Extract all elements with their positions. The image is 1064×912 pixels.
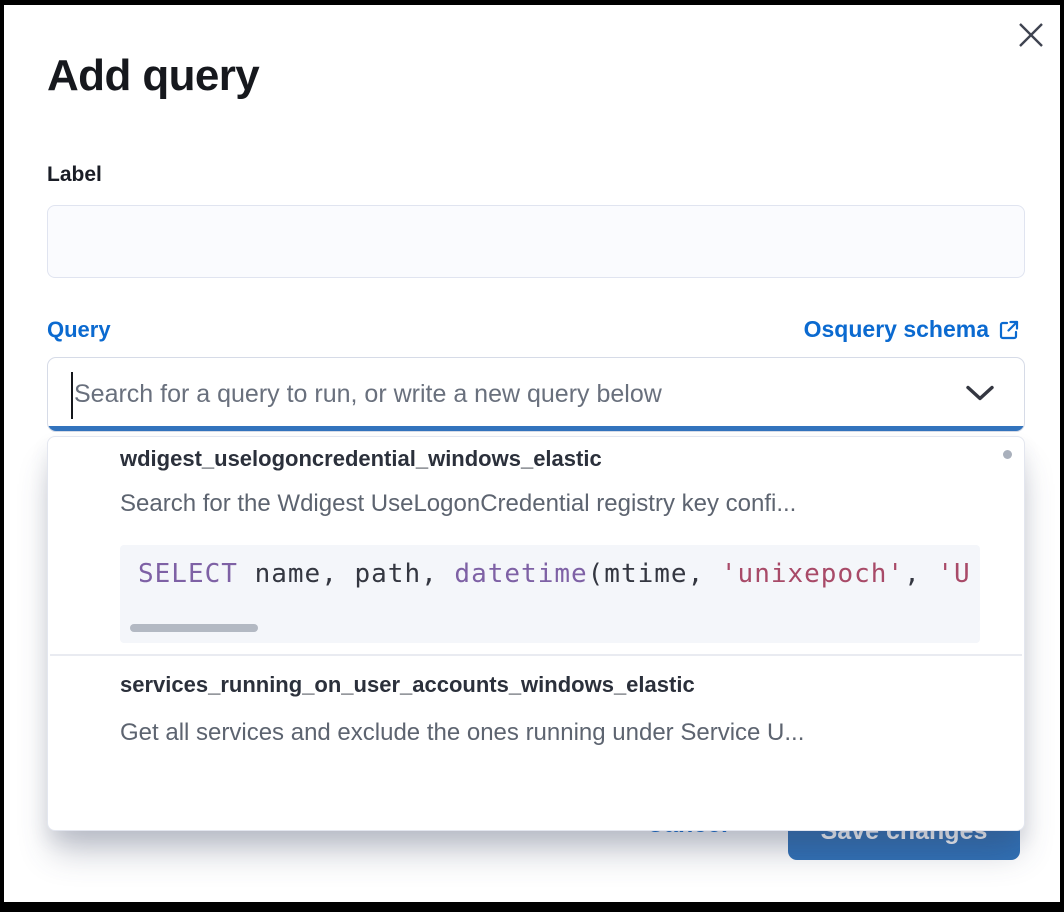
page-title: Add query xyxy=(47,51,260,100)
close-button[interactable] xyxy=(1016,19,1048,51)
query-search-input[interactable] xyxy=(74,358,934,431)
option-title: services_running_on_user_accounts_window… xyxy=(120,672,695,697)
osquery-schema-link-label: Osquery schema xyxy=(803,316,989,342)
option-description: Get all services and exclude the ones ru… xyxy=(120,719,805,746)
focus-indicator-bar xyxy=(48,426,1024,431)
text-caret xyxy=(71,372,73,419)
sql-code: SELECT name, path, datetime(mtime, 'unix… xyxy=(138,559,971,589)
option-description: Search for the Wdigest UseLogonCredentia… xyxy=(120,490,797,517)
list-item-services[interactable]: services_running_on_user_accounts_window… xyxy=(48,655,1024,830)
add-query-modal: Add query Label Query Osquery schema xyxy=(4,5,1060,902)
combobox-toggle-button[interactable] xyxy=(962,382,998,407)
option-title: wdigest_uselogoncredential_windows_elast… xyxy=(120,446,602,471)
chevron-down-icon xyxy=(962,385,998,407)
external-link-icon xyxy=(998,319,1020,341)
list-item-wdigest[interactable]: wdigest_uselogoncredential_windows_elast… xyxy=(48,437,1024,654)
query-combobox[interactable] xyxy=(47,357,1025,432)
option-divider xyxy=(50,654,1022,656)
close-icon xyxy=(1016,20,1048,50)
query-field-label: Query xyxy=(47,317,111,342)
option-sql-codeblock: SELECT name, path, datetime(mtime, 'unix… xyxy=(120,545,980,643)
query-options-dropdown: wdigest_uselogoncredential_windows_elast… xyxy=(47,436,1025,831)
label-field-label: Label xyxy=(47,163,102,186)
horizontal-scrollbar-thumb[interactable] xyxy=(130,624,258,632)
vertical-scrollbar-thumb[interactable] xyxy=(1003,450,1012,459)
label-input[interactable] xyxy=(47,205,1025,278)
osquery-schema-link[interactable]: Osquery schema xyxy=(804,316,1020,343)
